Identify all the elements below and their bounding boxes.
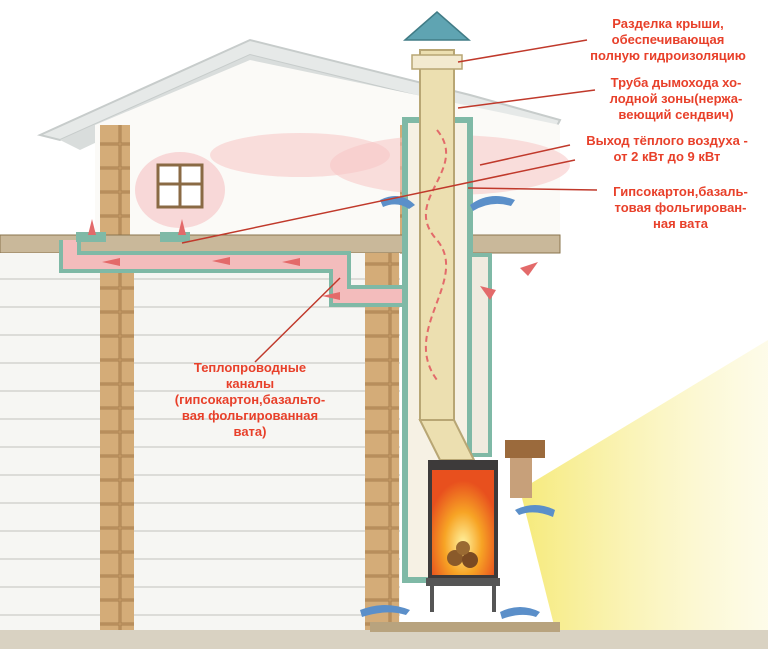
label-heat-channels: Теплопроводные каналы (гипсокартон,базал…	[155, 360, 345, 440]
label-drywall-insulation: Гипсокартон,базаль- товая фольгирован- н…	[598, 184, 763, 232]
floor	[0, 630, 768, 649]
label-roof-cutout: Разделка крыши, обеспечивающая полную ги…	[588, 16, 748, 64]
fireplace	[426, 460, 500, 612]
label-cold-zone-pipe: Труба дымохода хо- лодной зоны(нержа- ве…	[596, 75, 756, 123]
lower-wall	[0, 253, 400, 633]
light-beam	[520, 340, 768, 649]
label-warm-air-outlet: Выход тёплого воздуха - от 2 кВт до 9 кВ…	[572, 133, 762, 165]
attic-window	[135, 152, 225, 228]
